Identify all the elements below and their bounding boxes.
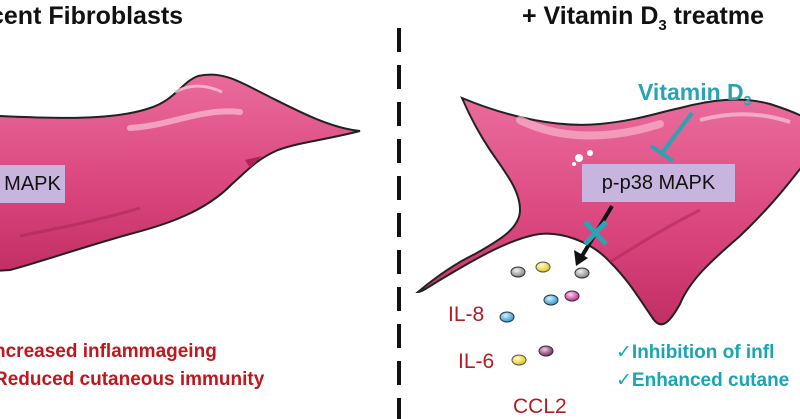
cell-highlight: [575, 154, 583, 162]
cell-highlight: [572, 162, 576, 166]
right-heading-suffix: treatme: [666, 2, 764, 30]
vitamin-d3-label: Vitamin D3: [638, 79, 751, 109]
right-heading-prefix: + Vitamin D: [522, 2, 659, 30]
left-mapk-label: MAPK: [4, 172, 61, 195]
right-panel-heading: + Vitamin D3 treatme: [522, 2, 764, 34]
vitamin-label-subscript: 3: [743, 92, 752, 109]
cytokine-label-il6: IL-6: [458, 350, 495, 373]
particle-yellow: [535, 261, 551, 273]
left-panel-heading: cent Fibroblasts: [0, 2, 183, 31]
left-fibroblast-cell: [0, 73, 361, 272]
cytokine-particles: [499, 261, 590, 366]
right-effect-item: ✓Inhibition of infl: [616, 342, 775, 363]
particle-gray: [574, 267, 590, 279]
particle-blue: [499, 311, 515, 323]
right-heading-subscript: 3: [658, 17, 667, 34]
particle-plum: [538, 345, 554, 357]
particle-magenta: [564, 290, 580, 302]
block-x-icon: [583, 220, 608, 246]
particle-yellow: [511, 354, 527, 366]
left-heading-text: cent Fibroblasts: [0, 2, 184, 30]
right-mapk-label: p-p38 MAPK: [601, 171, 716, 194]
particle-gray: [510, 266, 526, 278]
cell-highlight: [587, 150, 593, 156]
cytokine-label-ccl2: CCL2: [513, 395, 567, 418]
particle-blue: [543, 294, 559, 306]
left-mapk-box: MAPK: [0, 165, 65, 203]
cytokine-label-il8: IL-8: [448, 303, 485, 326]
vitamin-inhibition-symbol: [649, 111, 694, 163]
left-effect-item: Reduced cutaneous immunity: [0, 369, 265, 390]
right-mapk-box: p-p38 MAPK: [582, 164, 735, 202]
right-effect-item: ✓Enhanced cutane: [616, 370, 790, 391]
left-effect-item: ncreased inflammageing: [0, 341, 217, 362]
vitamin-label-text: Vitamin D: [638, 79, 744, 105]
